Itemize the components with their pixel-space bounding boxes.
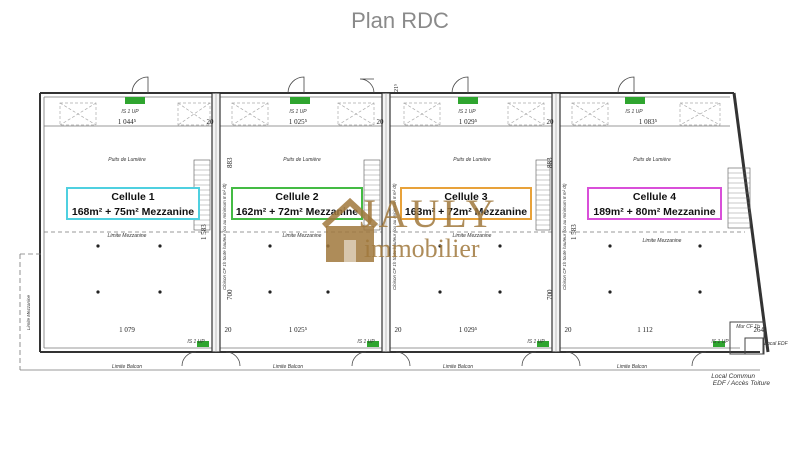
dimension: 1 025⁵ <box>289 326 308 334</box>
exit-label: IS 1 UP <box>357 339 375 345</box>
exit-label: IS 1 UP <box>711 339 729 345</box>
exit-label: IS 1 UP <box>458 109 476 115</box>
dimension: 1 044⁵ <box>118 118 137 126</box>
column-dot <box>608 290 612 294</box>
wall-dimension: 20 <box>207 118 215 126</box>
brand-name: JAULY <box>360 191 498 236</box>
dimension: 1 112 <box>637 326 653 334</box>
mezzanine-limit-label: Limite Mezzanine <box>108 233 147 239</box>
dimension: 1 583 <box>570 224 578 240</box>
column-dot <box>698 244 702 248</box>
wall-dimension: 20 <box>225 326 233 334</box>
cell-area: 189m² + 80m² Mezzanine <box>593 206 716 218</box>
common-room-label: Local Commun <box>711 373 755 380</box>
dimension: 21⁵ <box>394 84 400 92</box>
cell-area: 162m² + 72m² Mezzanine <box>235 206 359 218</box>
cell-name: Cellule 4 <box>632 191 677 203</box>
column-dot <box>268 244 272 248</box>
column-dot <box>438 244 442 248</box>
light-well-label: Puits de Lumière <box>453 157 491 163</box>
cell-name: Cellule 1 <box>111 191 155 203</box>
light-well-label: Puits de Lumière <box>108 157 146 163</box>
balcony-limit-label: Limite Balcon <box>443 364 473 370</box>
cell-area: 168m² + 75m² Mezzanine <box>71 206 195 218</box>
balcony-limit-label: Limite Balcon <box>273 364 303 370</box>
brand-logo: JAULY immobilier <box>320 190 495 270</box>
page-title: Plan RDC <box>351 8 449 33</box>
column-dot <box>498 290 502 294</box>
doors-top <box>131 76 635 94</box>
cell-4-box: Cellule 4 189m² + 80m² Mezzanine <box>587 187 722 220</box>
edf-room-label: Local EDF <box>764 341 788 347</box>
exit-label: IS 1 UP <box>289 109 307 115</box>
dimension: 1 079 <box>119 326 135 334</box>
wall-dimension: 20 <box>547 118 555 126</box>
wall-dimension: 20 <box>395 326 403 334</box>
local-commun <box>729 321 765 355</box>
dimension: 1 029⁵ <box>459 326 478 334</box>
exit-label: IS 1 UP <box>187 339 205 345</box>
dimension: 1 083⁵ <box>639 118 658 126</box>
doors-bottom <box>181 351 707 367</box>
exit-label: IS 1 UP <box>527 339 545 345</box>
partition-label: Cloison CF 1h toute hauteur (ou au minim… <box>392 183 397 290</box>
cell-area: 163m² + 72m² Mezzanine <box>404 206 528 218</box>
dimension: 1 029⁵ <box>459 118 478 126</box>
side-limit-label: Limite Mezzanine <box>26 294 31 330</box>
column-dot <box>268 290 272 294</box>
wall-label: Mur CF 1h <box>736 324 760 330</box>
cell-1-box: Cellule 1 168m² + 75m² Mezzanine <box>66 187 200 220</box>
cell-name: Cellule 2 <box>275 191 319 203</box>
light-well-label: Puits de Lumière <box>633 157 671 163</box>
dimension: 1 583 <box>200 224 208 240</box>
dimension: 883 <box>226 157 234 168</box>
house-logo-icon <box>321 197 379 262</box>
brand-subtitle: immobilier <box>364 234 480 263</box>
light-well-label: Puits de Lumière <box>283 157 321 163</box>
cell-name: Cellule 3 <box>444 191 488 203</box>
dimension: 264⁵ <box>754 326 768 334</box>
dimension: 700 <box>226 289 234 300</box>
dimension: 1 025⁵ <box>289 118 308 126</box>
partition-label: Cloison CF 1h toute hauteur (ou au minim… <box>562 183 567 290</box>
column-dot <box>158 290 162 294</box>
exit-label: IS 1 UP <box>625 109 643 115</box>
mezzanine-limit-label: Limite Mezzanine <box>453 233 492 239</box>
exit-label: IS 1 UP <box>121 109 139 115</box>
partition-label: Cloison CF 1h toute hauteur (ou au minim… <box>222 183 227 290</box>
dimension: 883 <box>546 157 554 168</box>
light-wells <box>59 102 721 126</box>
exit-signs <box>125 97 725 347</box>
column-dot <box>498 244 502 248</box>
column-dot <box>158 244 162 248</box>
wall-dimension: 20 <box>377 118 385 126</box>
balcony-limit-label: Limite Balcon <box>617 364 647 370</box>
column-dot <box>326 290 330 294</box>
common-room-label-2: EDF / Accès Toiture <box>713 380 771 387</box>
balcony-limit-label: Limite Balcon <box>112 364 142 370</box>
cell-3-box: Cellule 3 163m² + 72m² Mezzanine <box>400 187 532 220</box>
mezzanine-limit-label: Limite Mezzanine <box>643 238 682 244</box>
column-dot <box>608 244 612 248</box>
mezzanine-limit-label: Limite Mezzanine <box>283 233 322 239</box>
column-dot <box>438 290 442 294</box>
column-dot <box>96 244 100 248</box>
column-dot <box>698 290 702 294</box>
cell-2-box: Cellule 2 162m² + 72m² Mezzanine <box>231 187 363 220</box>
column-dot <box>96 290 100 294</box>
wall-dimension: 20 <box>565 326 573 334</box>
dimension: 700 <box>546 289 554 300</box>
